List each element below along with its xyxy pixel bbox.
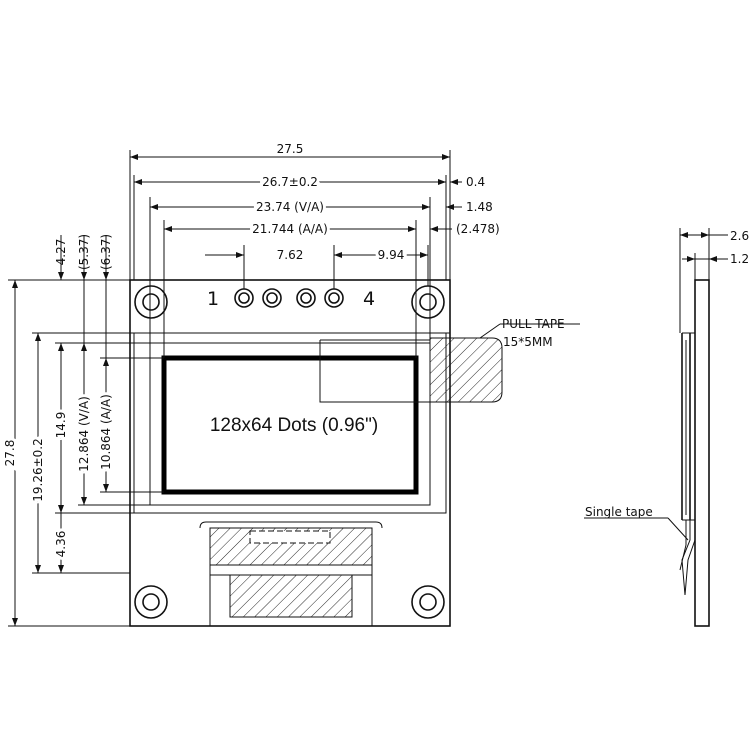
dim-offset-1-48: 1.48 (466, 200, 493, 214)
pcb-outline (129, 279, 451, 627)
fpc-connector (199, 521, 383, 626)
dim-bottom-offset: 4.36 (54, 531, 68, 558)
mounting-hole-bottom-left (134, 585, 168, 619)
dim-aa-top-offset: (6.37) (99, 234, 113, 270)
active-area (161, 355, 419, 495)
header-pins (234, 288, 344, 308)
mounting-hole-top-right (411, 285, 445, 319)
top-dimensions: 27.5 26.7±0.2 23.74 (V/A) 21.744 (A/A) 7… (129, 142, 500, 358)
pin-4-label: 4 (363, 288, 375, 310)
side-pcb (694, 279, 710, 627)
pull-tape (429, 337, 503, 403)
left-dimensions: 27.8 19.26±0.2 14.9 12.864 (V/A) 10.864 … (0, 234, 164, 627)
pull-tape-size-label: 15*5MM (503, 335, 553, 349)
dim-outline-height: 14.9 (54, 412, 68, 439)
dim-top-offset: 4.27 (54, 239, 68, 266)
front-view: 128x64 Dots (0.96") 1 4 PULL TAPE 1 (129, 279, 580, 627)
dim-va-top-offset: (5.37) (77, 234, 91, 270)
pull-tape-label: PULL TAPE (502, 317, 565, 331)
dim-offset-2-478: (2.478) (456, 222, 500, 236)
mounting-hole-top-left (134, 285, 168, 319)
dim-overall-width: 27.5 (277, 142, 304, 156)
dim-pcb-height: 19.26±0.2 (31, 438, 45, 502)
dim-active-area-height: 10.864 (A/A) (99, 394, 113, 470)
visible-area-outline (149, 342, 431, 506)
dim-visible-area-height: 12.864 (V/A) (77, 396, 91, 472)
dim-pin-pitch-right: 9.94 (378, 248, 405, 262)
pin-1-label: 1 (207, 288, 219, 310)
dim-pin-pitch-left: 7.62 (277, 248, 304, 262)
display-resolution-label: 128x64 Dots (0.96") (210, 415, 378, 436)
dim-total-thickness: 2.61 (730, 229, 750, 243)
dim-pcb-width: 26.7±0.2 (262, 175, 318, 189)
dim-offset-0-4: 0.4 (466, 175, 485, 189)
single-tape-label: Single tape (585, 505, 653, 519)
dim-active-area-width: 21.744 (A/A) (252, 222, 328, 236)
side-view: 2.61 1.2 Single tape (584, 228, 750, 627)
mounting-hole-bottom-right (411, 585, 445, 619)
dim-visible-area-width: 23.74 (V/A) (256, 200, 324, 214)
dim-overall-height: 27.8 (3, 440, 17, 467)
dim-pcb-thickness: 1.2 (730, 252, 749, 266)
